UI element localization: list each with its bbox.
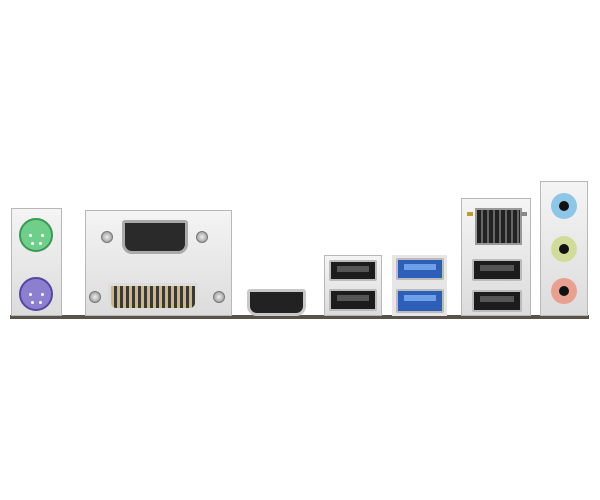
vga-screw-right xyxy=(196,231,208,243)
ps2-mouse-port[interactable] xyxy=(19,218,53,252)
vga-screw-left xyxy=(101,231,113,243)
audio-line-out-jack[interactable] xyxy=(551,236,577,262)
vga-port[interactable] xyxy=(122,220,188,254)
io-shield-base xyxy=(10,315,589,319)
usb2-port-top[interactable] xyxy=(329,260,377,281)
audio-line-in-jack[interactable] xyxy=(551,193,577,219)
ethernet-port[interactable] xyxy=(475,208,522,245)
dvi-port[interactable] xyxy=(108,283,198,311)
usb2-port-lan-top[interactable] xyxy=(472,259,522,281)
lan-led-right xyxy=(521,212,527,216)
lan-led-left xyxy=(467,212,473,216)
ps2-keyboard-port[interactable] xyxy=(19,277,53,311)
dvi-screw-right xyxy=(213,291,225,303)
usb3-port-bottom[interactable] xyxy=(396,289,444,313)
usb2-port-lan-bottom[interactable] xyxy=(472,290,522,312)
hdmi-port[interactable] xyxy=(247,289,306,316)
usb2-port-bottom[interactable] xyxy=(329,289,377,311)
audio-mic-jack[interactable] xyxy=(551,278,577,304)
dvi-screw-left xyxy=(89,291,101,303)
usb3-port-top[interactable] xyxy=(396,258,444,280)
